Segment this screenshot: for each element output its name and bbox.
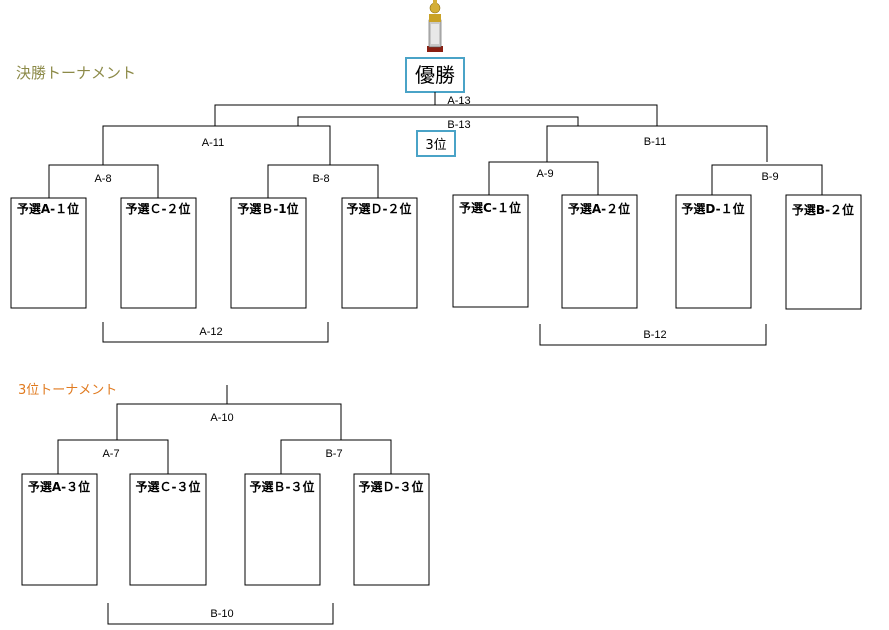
trophy-icon — [427, 0, 443, 52]
third-tournament-title: 3位トーナメント — [18, 383, 117, 398]
seed-box: 予選A-３位 — [21, 473, 98, 586]
seed-label: 予選Ｃ-３位 — [136, 479, 201, 494]
seed-box: 予選B-２位 — [785, 194, 862, 310]
champion-label: 優勝 — [415, 63, 455, 87]
seed-label: 予選Ｃ-２位 — [126, 201, 191, 216]
seed-label: 予選C-１位 — [459, 200, 521, 215]
seed-label: 予選Ｂ-３位 — [250, 479, 315, 494]
seed-box: 予選Ｃ-２位 — [120, 197, 197, 309]
match-label-a8: A-8 — [94, 173, 111, 185]
seed-box: 予選Ｄ-２位 — [341, 197, 418, 309]
match-label-a9: A-9 — [536, 168, 553, 180]
seed-box: 予選C-１位 — [452, 194, 529, 308]
seed-label: 予選D-１位 — [681, 201, 744, 216]
seed-box: 予選Ｂ-３位 — [244, 473, 321, 586]
seed-box: 予選Ｂ-1位 — [230, 197, 307, 309]
third-place-box — [416, 130, 456, 157]
match-label-b13: B-13 — [447, 119, 470, 131]
seed-label: 予選B-２位 — [792, 202, 854, 217]
seed-box: 予選Ｃ-３位 — [129, 473, 207, 586]
third-bracket-lines — [57, 385, 392, 625]
final-seed-boxes: 予選A-１位 予選Ｃ-２位 予選Ｂ-1位 予選Ｄ-２位 予選C-１位 予選A-２… — [10, 194, 862, 310]
match-label-a12: A-12 — [199, 326, 222, 338]
match-label-b11: B-11 — [644, 136, 666, 148]
seed-box: 予選D-１位 — [675, 194, 752, 309]
match-label-b7: B-7 — [325, 448, 342, 460]
final-bracket-lines — [48, 92, 823, 346]
match-label-b12: B-12 — [643, 329, 666, 341]
match-label-a7: A-7 — [102, 448, 119, 460]
seed-label: 予選A-１位 — [17, 201, 79, 216]
seed-label: 予選A-３位 — [28, 479, 90, 494]
seed-box: 予選Ｄ-３位 — [353, 473, 430, 586]
match-label-b10: B-10 — [210, 608, 233, 620]
third-seed-boxes: 予選A-３位 予選Ｃ-３位 予選Ｂ-３位 予選Ｄ-３位 — [21, 473, 430, 586]
match-label-a10: A-10 — [210, 412, 233, 424]
seed-label: 予選Ｂ-1位 — [237, 201, 298, 216]
seed-label: 予選A-２位 — [568, 201, 630, 216]
seed-label: 予選Ｄ-２位 — [347, 201, 412, 216]
seed-box: 予選A-２位 — [561, 194, 638, 309]
match-label-b9: B-9 — [761, 171, 778, 183]
match-label-a13: A-13 — [447, 95, 470, 107]
seed-box: 予選A-１位 — [10, 197, 87, 309]
match-label-b8: B-8 — [312, 173, 329, 185]
match-label-a11: A-11 — [202, 137, 224, 149]
final-tournament-title: 決勝トーナメント — [16, 64, 136, 82]
champion-box — [405, 57, 465, 93]
third-place-label: 3位 — [425, 138, 446, 153]
seed-label: 予選Ｄ-３位 — [359, 479, 424, 494]
